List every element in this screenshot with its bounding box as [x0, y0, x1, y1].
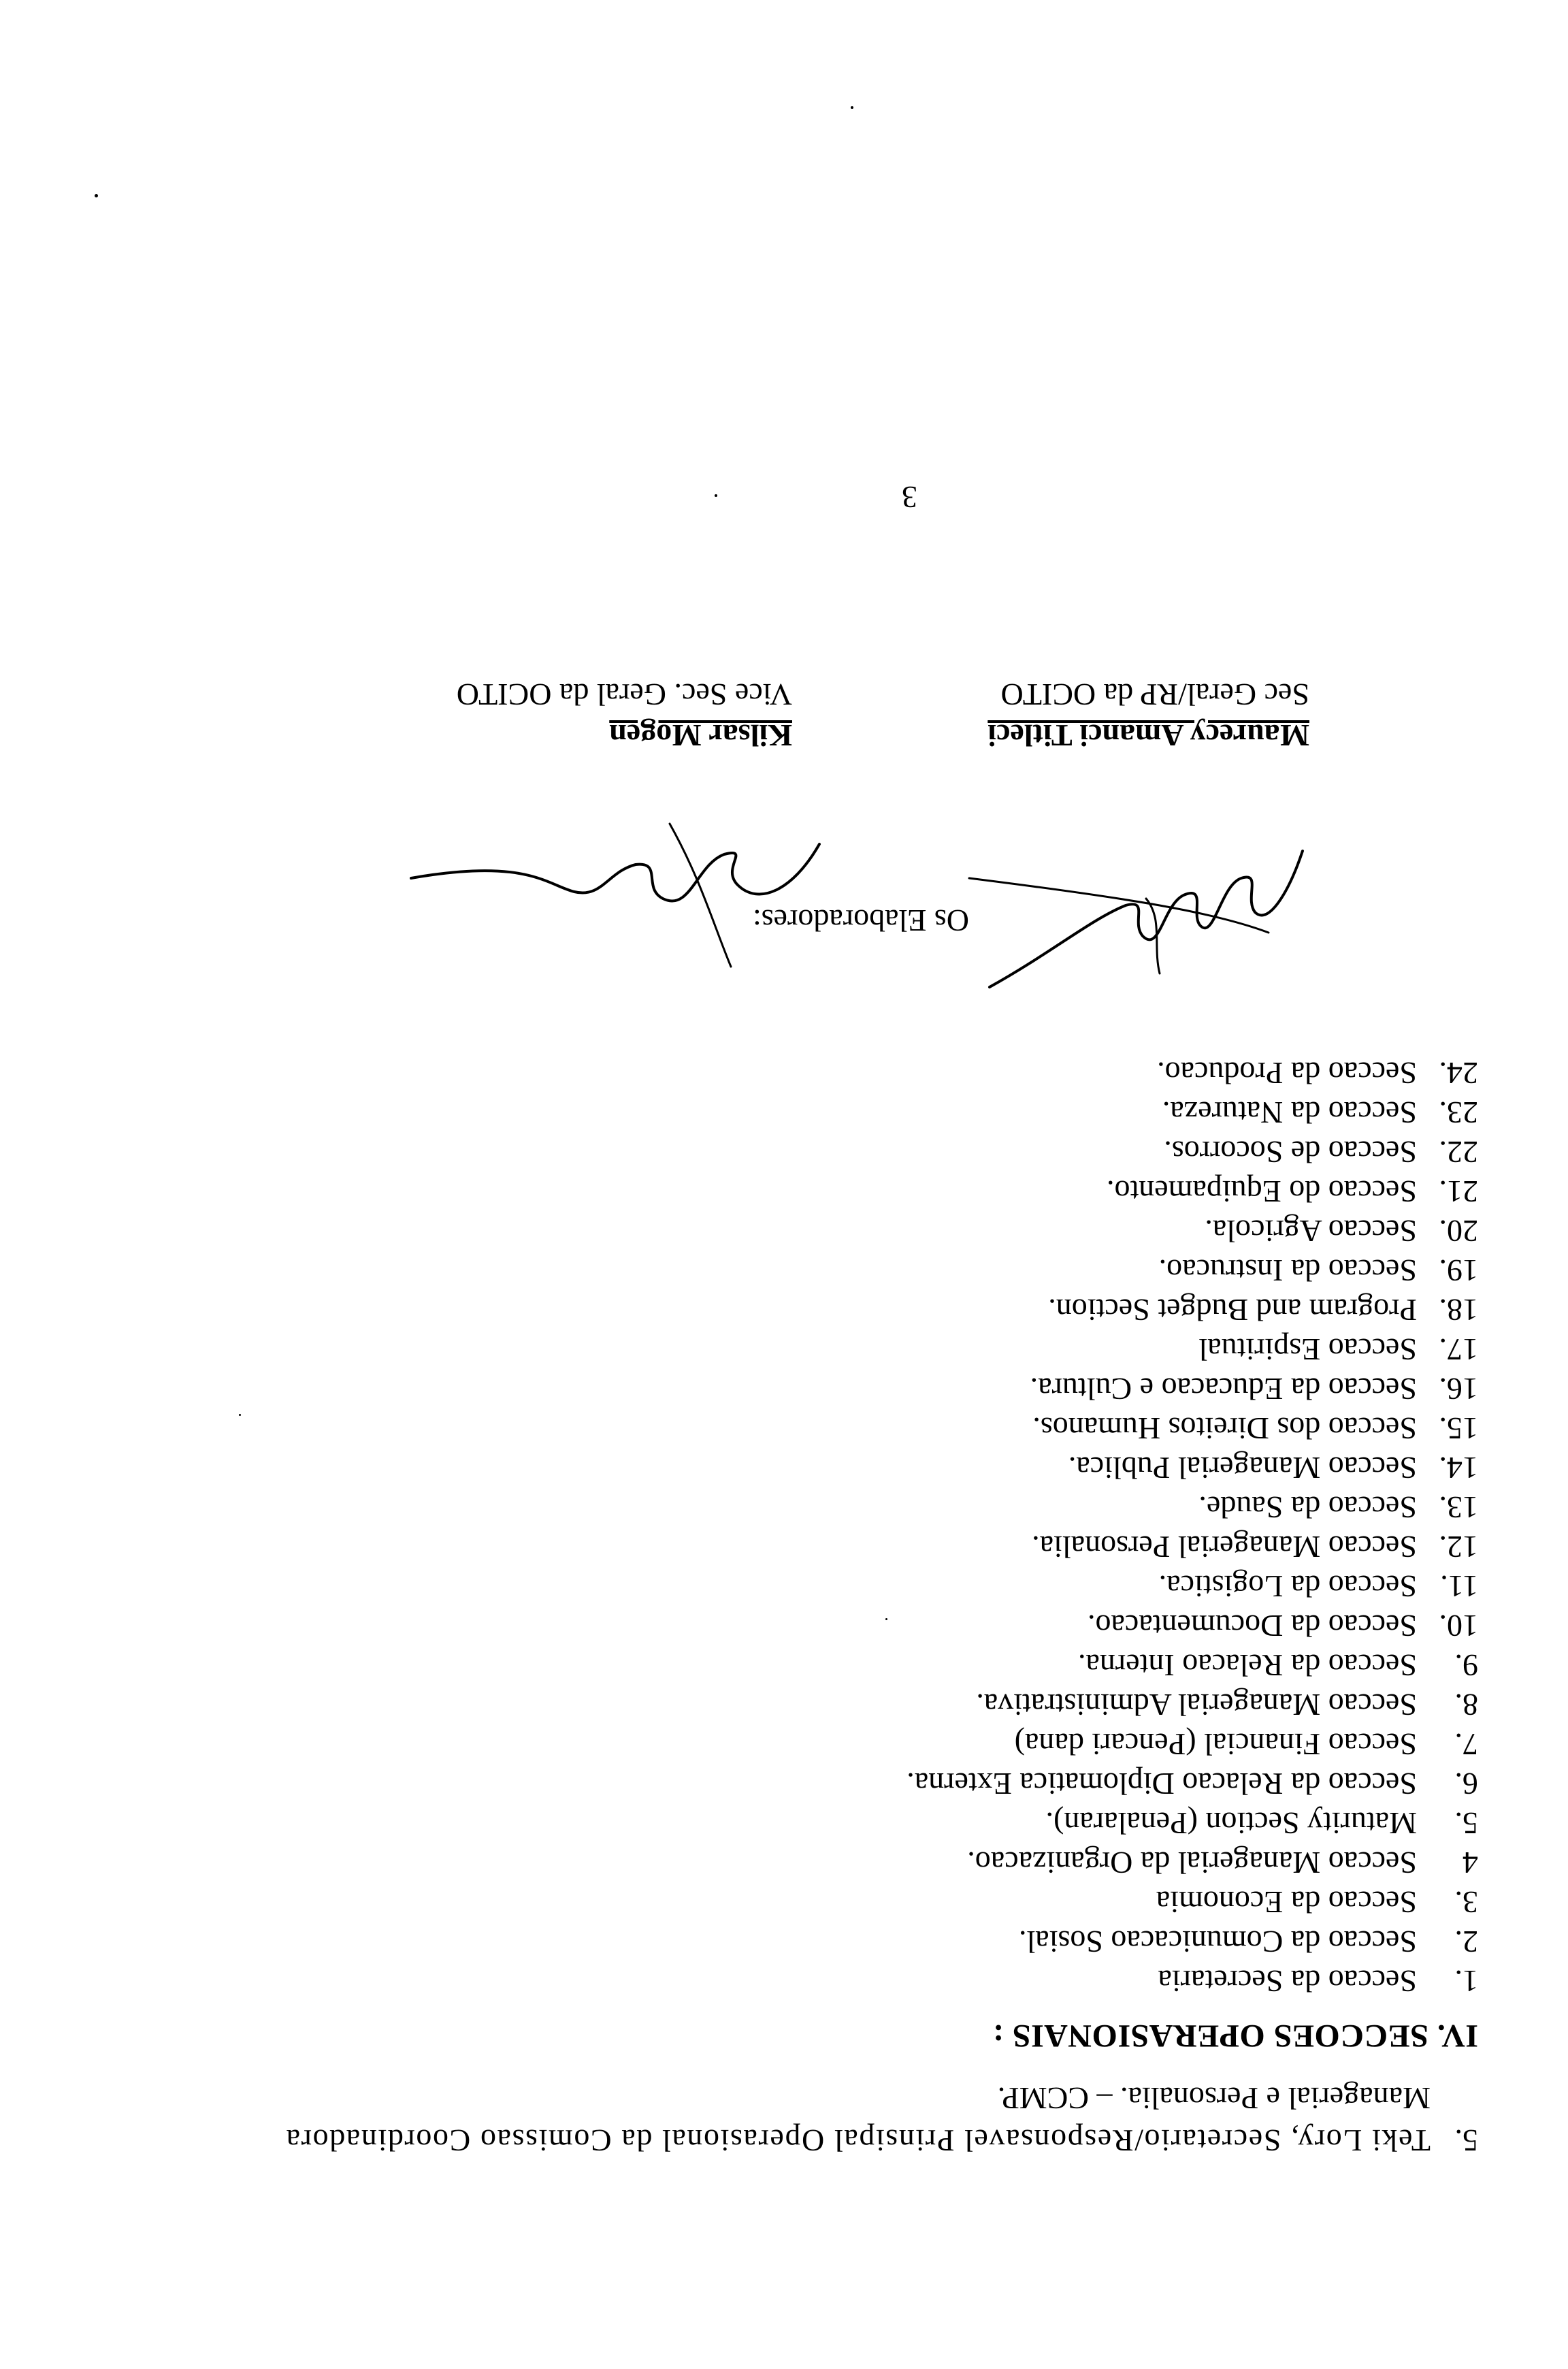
item-label: Seccao da Economia [1156, 1885, 1417, 1920]
item-number: 21. [1439, 1174, 1479, 1209]
item-number: 14. [1439, 1451, 1479, 1485]
item-label: Seccao da Instrucao. [1158, 1253, 1417, 1288]
item-label: Seccao Managerial Administrativa. [976, 1688, 1417, 1722]
signatory-1-title: Sec Geral/RP da OCITO [1000, 677, 1309, 712]
item-label: Seccao da Saude. [1198, 1490, 1417, 1525]
item-number: 17. [1439, 1332, 1479, 1367]
signatory-2-title: Vice Sec. Geral da OCITO [456, 677, 792, 712]
item-label: Seccao da Producao. [1157, 1056, 1417, 1091]
item-label: Seccao da Educacao e Cultura. [1030, 1372, 1417, 1406]
signature-2-scrawl [410, 822, 821, 968]
item-number: 12. [1439, 1530, 1479, 1564]
item-number: 7. [1454, 1727, 1479, 1762]
item-number: 23. [1439, 1095, 1479, 1130]
item-label: Seccao da Relacao Interna. [1077, 1648, 1417, 1683]
item-number: 10. [1439, 1609, 1479, 1643]
item-number: 11. [1440, 1569, 1478, 1604]
item-number: 22. [1439, 1135, 1479, 1170]
item-label: Seccao da Relacao Diplomatica Externa. [906, 1767, 1417, 1801]
scan-speck [851, 106, 853, 109]
item-number: 9. [1454, 1648, 1479, 1683]
item-label: Seccao da Secretaria [1158, 1964, 1417, 1999]
signature-1-scrawl [968, 850, 1304, 988]
item-number: 8. [1454, 1688, 1479, 1722]
item-label: Seccao Managerial da Organizacao. [967, 1846, 1417, 1880]
clause5-line2: Managerial e Personalia. – CCMP. [997, 2081, 1431, 2116]
item-label: Seccao da Comunicacao Sosial. [1018, 1924, 1417, 1959]
item-number: 24. [1439, 1056, 1479, 1091]
page-number: 3 [902, 480, 917, 515]
item-number: 18. [1439, 1293, 1479, 1327]
item-label: Seccao Managerial Publica. [1068, 1451, 1417, 1485]
item-label: Maturity Section (Penalaran). [1045, 1806, 1417, 1841]
scan-speck [885, 1618, 887, 1620]
item-number: 5. [1454, 1806, 1479, 1841]
item-label: Seccao da Natureza. [1162, 1095, 1417, 1130]
item-label: Seccao dos Direitos Humanos. [1032, 1411, 1417, 1446]
item-number: 20. [1439, 1214, 1479, 1248]
item-number: 4 [1463, 1846, 1478, 1880]
signatory-2-name: Kilsar Mogen [609, 718, 792, 753]
item-label: Seccao da Documentacao. [1087, 1609, 1417, 1643]
item-number: 16. [1439, 1372, 1479, 1406]
clause5-number: 5. [1454, 2123, 1479, 2158]
item-number: 2. [1454, 1924, 1479, 1959]
item-number: 19. [1439, 1253, 1479, 1288]
item-label: Seccao do Equipamento. [1106, 1174, 1417, 1209]
item-label: Seccao da Logistica. [1158, 1569, 1417, 1604]
section-heading: IV. SECCOES OPERASIONAIS : [992, 2018, 1478, 2054]
item-label: Seccao Espiritual [1198, 1332, 1417, 1367]
item-label: Seccao Agricola. [1205, 1214, 1417, 1248]
item-number: 6. [1454, 1767, 1479, 1801]
item-number: 15. [1439, 1411, 1479, 1446]
item-label: Program and Budget Section. [1048, 1293, 1417, 1327]
item-label: Seccao Managerial Personalia. [1032, 1530, 1417, 1564]
item-label: Seccao de Socorros. [1164, 1135, 1417, 1170]
item-number: 1. [1454, 1964, 1479, 1999]
scan-speck [239, 1414, 241, 1416]
signatory-1-name: Maurecy Amanci Titleci [987, 718, 1309, 753]
item-number: 13. [1439, 1490, 1479, 1525]
item-label: Seccao Financial (Pencari dana) [1014, 1727, 1417, 1762]
scan-speck [95, 194, 98, 197]
item-number: 3. [1454, 1885, 1479, 1920]
scan-speck [715, 494, 717, 497]
clause5-line1: Teki Lory, Secretario/Responsavel Prinsi… [285, 2123, 1431, 2158]
